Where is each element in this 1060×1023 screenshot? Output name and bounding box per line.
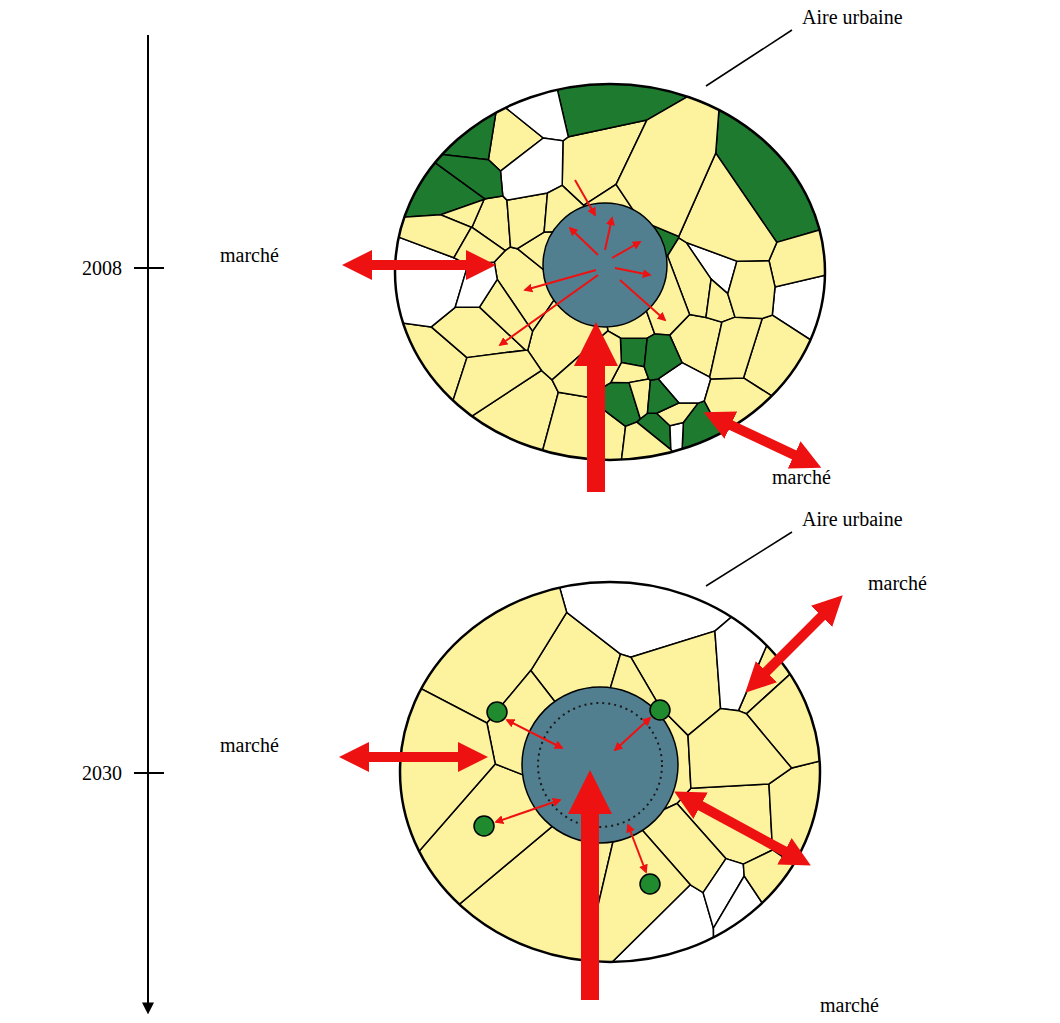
land-parcel xyxy=(644,334,682,380)
land-parcel xyxy=(647,379,678,413)
land-parcel xyxy=(390,79,498,160)
time-axis xyxy=(134,35,164,1012)
land-parcel xyxy=(420,152,502,199)
market-label: marché xyxy=(818,994,881,1016)
land-parcel xyxy=(395,675,495,879)
market-label: marché xyxy=(866,572,929,594)
area-label: Aire urbaine xyxy=(800,508,905,530)
land-parcels-2008 xyxy=(390,79,830,465)
diffusion-arrows xyxy=(500,180,665,345)
year-label: 2008 xyxy=(80,257,124,279)
land-parcel xyxy=(441,350,541,436)
land-parcel xyxy=(728,261,775,319)
urban-area-outline xyxy=(395,84,825,460)
land-parcel xyxy=(670,423,683,465)
year-label: 2030 xyxy=(80,762,124,784)
land-parcel xyxy=(484,79,568,141)
land-parcel xyxy=(715,577,797,711)
land-parcel xyxy=(704,378,830,465)
land-parcel xyxy=(552,331,621,397)
land-parcel xyxy=(688,708,792,788)
land-parcel xyxy=(710,317,762,379)
leader-line xyxy=(706,30,792,86)
market-arrow xyxy=(357,265,830,857)
inflow-arrow xyxy=(590,352,596,1000)
market-label: marché xyxy=(770,466,833,488)
urban-area-outline xyxy=(400,582,820,962)
land-parcel xyxy=(507,193,548,249)
land-parcels-2030 xyxy=(395,577,825,967)
green-hub xyxy=(474,700,670,894)
market-label: marché xyxy=(218,734,281,756)
former-city-limit xyxy=(538,703,662,827)
area-label: Aire urbaine xyxy=(800,6,905,28)
city-core xyxy=(522,687,678,843)
land-parcel xyxy=(454,227,505,265)
exchange-arrows xyxy=(496,718,650,872)
leader-line xyxy=(706,532,792,586)
land-parcel xyxy=(584,823,691,967)
city-core xyxy=(543,203,667,327)
market-label: marché xyxy=(218,244,281,266)
